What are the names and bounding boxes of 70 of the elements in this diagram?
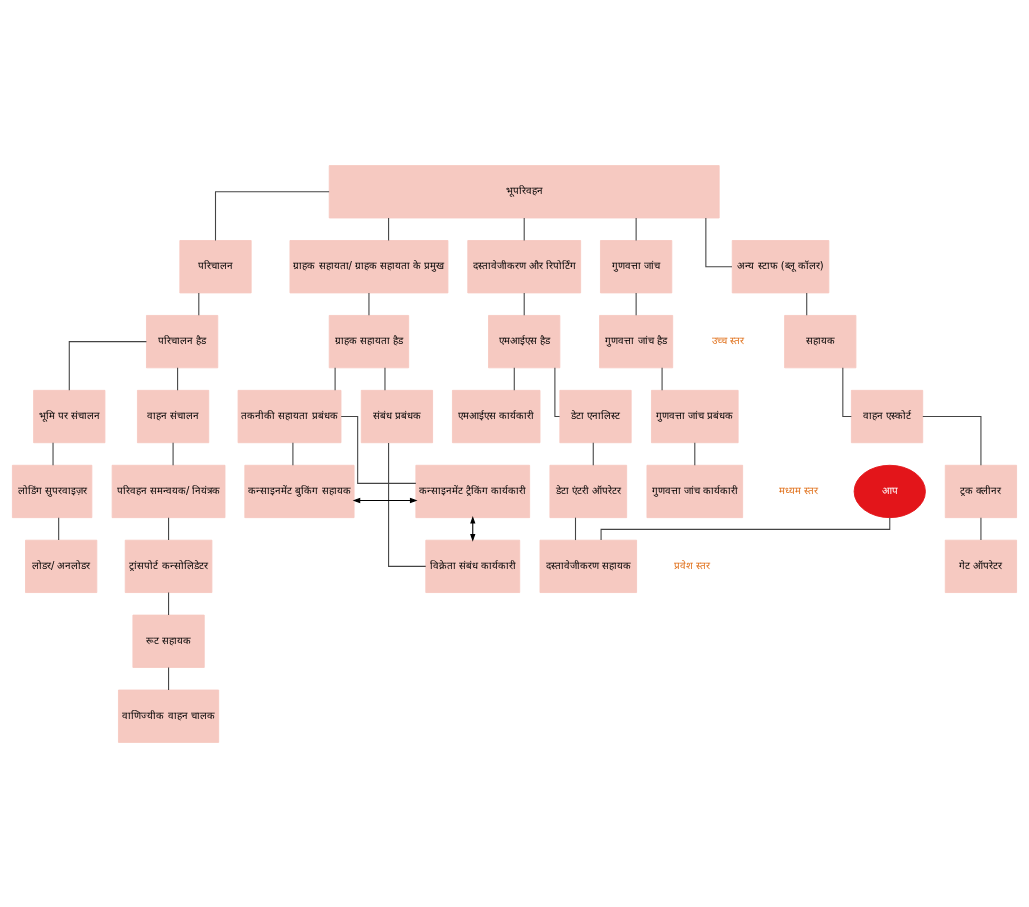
node-box: वाहन एस्कोर्ट <box>850 389 924 443</box>
connector <box>922 415 982 466</box>
node-box: गुणवत्ता जांच कार्यकारी <box>646 464 744 518</box>
connector <box>513 366 515 391</box>
node-box: लोडर/ अनलोडर <box>25 539 98 593</box>
connector <box>980 516 982 541</box>
label: मध्यम स्तर <box>779 484 819 496</box>
connector <box>368 291 370 316</box>
node-box: तकनीकी सहायता प्रबंधक <box>237 389 342 443</box>
node-box: रूट सहायक <box>132 614 205 668</box>
connector <box>58 516 60 541</box>
node-box: परिचालन हैड <box>146 314 219 368</box>
connector <box>806 291 808 316</box>
node-box: विक्रेता संबंध कार्यकारी <box>425 539 521 593</box>
node-box: डेटा एनालिस्ट <box>559 389 632 443</box>
label: उच्च स्तर <box>712 334 745 346</box>
node-box: परिवहन समन्वयक/ नियंत्रक <box>111 464 226 518</box>
node-box: डेटा एंटरी ऑपरेटर <box>549 464 628 518</box>
node-box: वाहन संचालन <box>137 389 210 443</box>
connector <box>523 216 525 241</box>
connector <box>842 366 852 417</box>
node-box: कन्साइनमेंट बुकिंग सहायक <box>244 464 355 518</box>
node-box: गुणवत्ता जांच <box>600 239 673 293</box>
connector <box>198 291 200 316</box>
label: प्रवेश स्तर <box>674 559 711 571</box>
node-box: एमआईएस कार्यकारी <box>452 389 541 443</box>
connector <box>705 216 733 267</box>
node-box: गुणवत्ता जांच हैड <box>599 314 674 368</box>
connector <box>388 441 427 567</box>
node-box: अन्य स्टाफ (ब्लू कॉलर) <box>731 239 830 293</box>
connector <box>52 441 54 466</box>
node-box: भूपरिवहन <box>328 164 720 218</box>
connector <box>334 366 336 391</box>
node-box: सहायक <box>784 314 857 368</box>
connector <box>340 415 417 484</box>
connector <box>168 666 170 690</box>
connector <box>68 340 147 391</box>
node-box: ट्रक क्लीनर <box>944 464 1018 518</box>
connector <box>168 591 170 615</box>
connector <box>214 190 330 241</box>
node-box: भूमि पर संचालन <box>33 389 106 443</box>
node-box: परिचालन <box>179 239 252 293</box>
node-box: ग्राहक सहायता हैड <box>328 314 410 368</box>
connector <box>635 216 637 241</box>
node-box: ट्रांसपोर्ट कन्सोलिडेटर <box>124 539 213 593</box>
node-box: एमआईएस हैड <box>488 314 561 368</box>
connector <box>168 516 170 541</box>
node-box: लोडिंग सुपरवाइज़र <box>11 464 93 518</box>
connector <box>388 216 390 241</box>
node-box: गेट ऑपरेटर <box>944 539 1018 593</box>
connector <box>574 516 577 541</box>
connector <box>592 441 594 466</box>
node-box: दस्तावेजीकरण सहायक <box>539 539 638 593</box>
arrow <box>352 497 418 503</box>
connector <box>600 516 891 540</box>
connector <box>523 291 525 316</box>
connector <box>292 441 294 466</box>
node-box: वाणिज्यीक वाहन चालक <box>118 689 220 743</box>
node-box: दस्तावेजीकरण और रिपोर्टिंग <box>467 239 582 293</box>
connector <box>635 291 637 316</box>
connector <box>661 366 663 391</box>
node-box: ग्राहक सहायता/ ग्राहक सहायता के प्रमुख <box>289 239 449 293</box>
connector <box>694 441 696 466</box>
connector <box>177 366 179 391</box>
connector <box>172 441 174 466</box>
node-box: कन्साइनमेंट ट्रैकिंग कार्यकारी <box>415 464 531 518</box>
node-box: संबंध प्रबंधक <box>360 389 434 443</box>
connector <box>384 366 386 391</box>
node-ellipse: आप <box>853 464 926 518</box>
node-box: गुणवत्ता जांच प्रबंधक <box>651 389 739 443</box>
